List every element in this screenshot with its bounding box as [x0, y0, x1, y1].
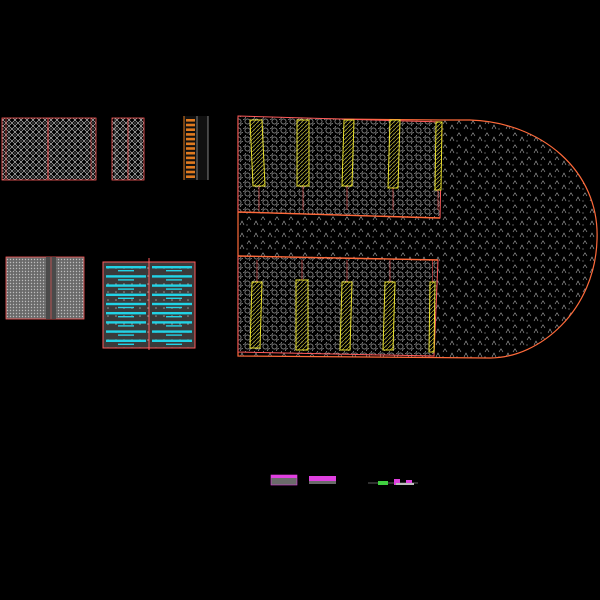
- orange-block: [186, 142, 195, 146]
- cyan-stripe: [152, 321, 192, 324]
- cyan-stripe: [106, 266, 146, 269]
- upper-parking-block: [237, 115, 443, 219]
- cyan-stripe: [152, 339, 192, 342]
- parking-bay-lower: [339, 281, 353, 351]
- detail-panel-cyan-stripes: [102, 258, 196, 350]
- cyan-stripe: [118, 325, 134, 327]
- cyan-stripe: [106, 293, 146, 296]
- cyan-stripe: [106, 330, 146, 333]
- detail-panel-narrow-hatch: [111, 117, 145, 181]
- orange-block: [186, 128, 195, 131]
- parking-bay-upper: [387, 119, 401, 189]
- detail-panel-dense-hatch: [1, 117, 97, 181]
- cyan-stripe: [118, 306, 134, 309]
- orange-block: [186, 170, 195, 174]
- cyan-stripe: [106, 284, 146, 287]
- cyan-stripe: [118, 316, 134, 318]
- cyan-stripe: [106, 312, 146, 315]
- cyan-stripe: [106, 321, 146, 324]
- cyan-stripe: [152, 330, 192, 333]
- cyan-stripe: [118, 279, 134, 281]
- cyan-stripe: [152, 293, 192, 296]
- legend: [270, 474, 418, 486]
- cyan-stripe: [118, 334, 134, 336]
- cyan-stripe: [166, 325, 182, 327]
- parking-bay-upper: [341, 119, 355, 187]
- orange-block: [186, 175, 195, 178]
- cyan-stripe: [152, 266, 192, 269]
- detail-panel-orange-blocks: [183, 116, 209, 180]
- cyan-stripe: [166, 279, 182, 281]
- parking-bay-lower: [249, 281, 263, 349]
- orange-block: [186, 119, 195, 122]
- cyan-stripe: [118, 297, 134, 299]
- orange-block: [186, 137, 195, 141]
- cyan-stripe: [166, 316, 182, 318]
- gray-magenta-swatch: [270, 474, 298, 486]
- scale-bar-icon: [368, 479, 418, 485]
- orange-block: [186, 151, 195, 155]
- orange-block: [186, 133, 195, 136]
- cyan-stripe: [152, 302, 192, 306]
- cyan-stripe: [106, 302, 146, 306]
- orange-block: [186, 123, 195, 127]
- lower-parking-block: [237, 255, 439, 357]
- cyan-stripe: [106, 275, 146, 278]
- cyan-stripe: [166, 343, 182, 345]
- cyan-stripe: [166, 297, 182, 299]
- magenta-swatch: [309, 476, 336, 484]
- orange-block: [186, 156, 195, 160]
- cyan-stripe: [166, 306, 182, 309]
- cyan-stripe: [118, 343, 134, 345]
- cyan-stripe: [152, 284, 192, 287]
- cyan-stripe: [166, 288, 182, 290]
- cyan-stripe: [106, 339, 146, 342]
- cyan-stripe: [118, 288, 134, 290]
- detail-panel-gray-hatch: [5, 256, 85, 320]
- cyan-stripe: [166, 270, 182, 272]
- cyan-stripe: [152, 312, 192, 315]
- cyan-stripe: [118, 270, 134, 272]
- parking-bay-lower: [428, 281, 436, 353]
- parking-bay-upper: [249, 119, 266, 187]
- cyan-stripe: [166, 334, 182, 336]
- parking-bay-upper: [434, 121, 443, 191]
- parking-bay-lower: [295, 279, 309, 351]
- orange-block: [186, 161, 195, 164]
- parking-bay-upper: [296, 119, 310, 187]
- parking-bay-lower: [382, 281, 396, 351]
- orange-block: [186, 147, 195, 150]
- orange-block: [186, 166, 195, 169]
- cyan-stripe: [152, 275, 192, 278]
- site-plan: [237, 115, 598, 359]
